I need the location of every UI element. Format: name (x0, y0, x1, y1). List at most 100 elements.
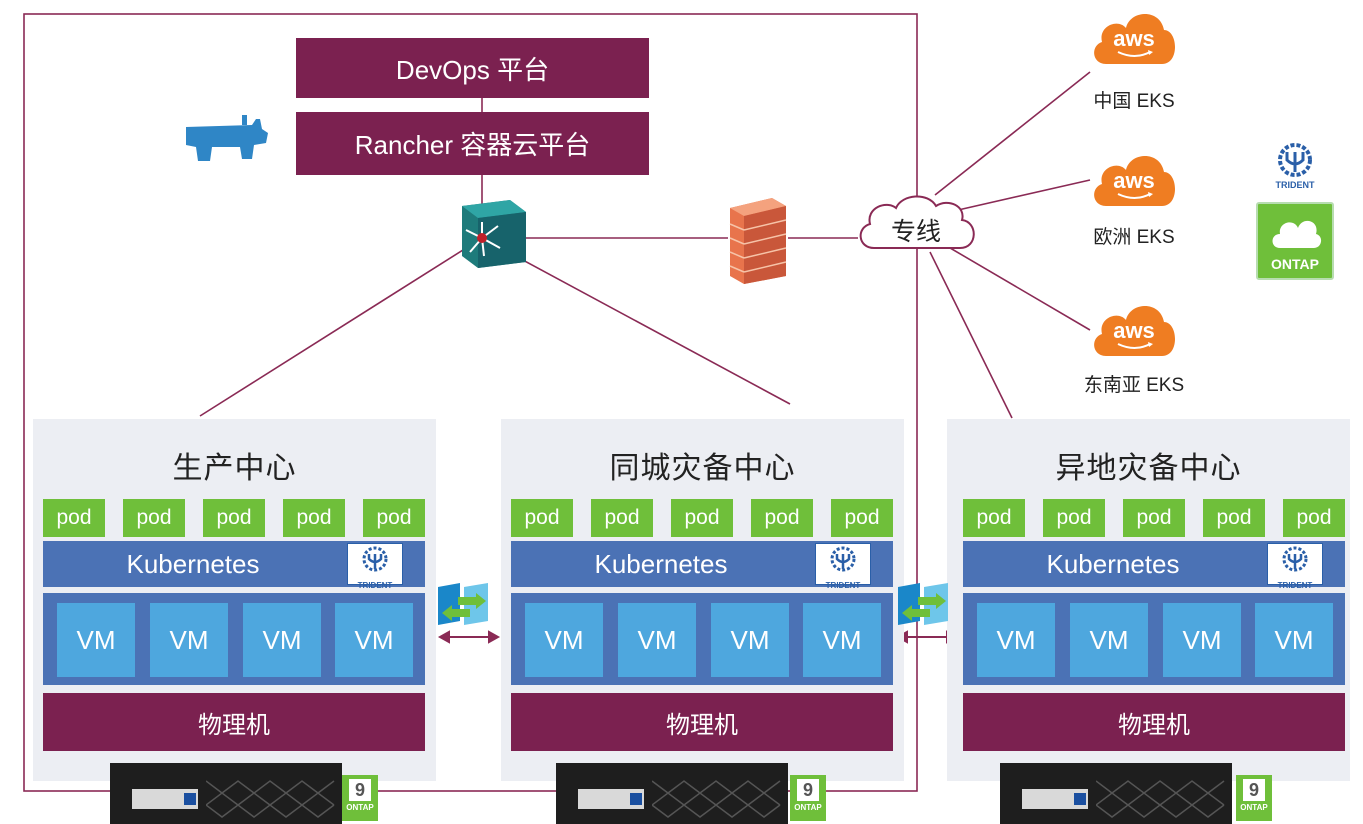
vm-box: VM (525, 603, 603, 677)
link-leased-line-offsite-dr (929, 251, 1013, 419)
datacenter-metro-dr: 同城灾备中心 pod pod pod pod pod Kubernetes TR… (501, 419, 904, 781)
aws-europe-caption: 欧洲 EKS (1093, 227, 1175, 248)
kubernetes-label: Kubernetes (1046, 549, 1180, 579)
netapp-storage-array (556, 763, 788, 824)
kubernetes-layer: Kubernetes TRIDENT (511, 541, 893, 590)
ontap9-badge: 9 ONTAP (790, 775, 826, 821)
pod-box: pod (203, 499, 265, 537)
datacenter-offsite-dr: 异地灾备中心 pod pod pod pod pod Kubernetes TR… (947, 419, 1350, 781)
physical-label: 物理机 (1118, 711, 1190, 739)
vm-box: VM (150, 603, 228, 677)
trident-logo-icon (1278, 143, 1312, 177)
pod-box: pod (831, 499, 893, 537)
vm-layer: VM VM VM VM (43, 593, 425, 685)
ontap9-version: 9 (1243, 779, 1265, 801)
vm-box: VM (243, 603, 321, 677)
storage-bezel-bar (1022, 789, 1088, 809)
pod-box: pod (1123, 499, 1185, 537)
kubernetes-label: Kubernetes (594, 549, 728, 579)
trident-badge-text: TRIDENT (1277, 581, 1313, 590)
physical-label: 物理机 (666, 711, 738, 739)
devops-platform-box: DevOps 平台 (296, 38, 649, 98)
pod-box: pod (1283, 499, 1345, 537)
pod-box: pod (363, 499, 425, 537)
storage-mesh-icon (1096, 780, 1225, 818)
link-switch-metro-dr (481, 237, 791, 405)
aws-china-caption: 中国 EKS (1093, 91, 1175, 112)
firewall-icon (729, 198, 787, 284)
aws-sea-group: aws 东南亚 EKS (1084, 296, 1184, 406)
link-leased-line-sea-eks (944, 244, 1091, 331)
vm-layer: VM VM VM VM (511, 593, 893, 685)
ontap-badge-text: ONTAP (1271, 256, 1319, 272)
snapmirror-icon (438, 583, 488, 625)
pod-box: pod (123, 499, 185, 537)
netapp-logo-icon (1074, 793, 1086, 805)
pod-box: pod (511, 499, 573, 537)
aws-smile-icon (1117, 192, 1153, 199)
aws-logo-text: aws (1113, 168, 1155, 193)
pod-box: pod (671, 499, 733, 537)
ontap9-version: 9 (797, 779, 819, 801)
ontap9-text: ONTAP (1240, 803, 1268, 812)
vm-box: VM (57, 603, 135, 677)
ontap9-badge: 9 ONTAP (342, 775, 378, 821)
ontap9-text: ONTAP (346, 803, 374, 812)
pod-box: pod (751, 499, 813, 537)
aws-logo-text: aws (1113, 26, 1155, 51)
vm-box: VM (335, 603, 413, 677)
aws-cloud-icon (1094, 14, 1175, 64)
vm-box: VM (1163, 603, 1241, 677)
trident-logo-text: TRIDENT (1275, 180, 1315, 190)
pod-box: pod (1203, 499, 1265, 537)
snapmirror-icon (898, 583, 948, 625)
link-leased-line-europe-eks (944, 179, 1091, 214)
storage-mesh-icon (652, 780, 781, 818)
link-leased-line-china-eks (934, 71, 1091, 196)
datacenter-production: 生产中心 pod pod pod pod pod Kubernetes TRID… (33, 419, 436, 781)
devops-platform-label: DevOps 平台 (395, 54, 550, 85)
kubernetes-label: Kubernetes (126, 549, 260, 579)
physical-label: 物理机 (198, 711, 270, 739)
pod-box: pod (1043, 499, 1105, 537)
aws-smile-icon (1117, 342, 1153, 349)
vm-box: VM (1255, 603, 1333, 677)
netapp-logo-icon (184, 793, 196, 805)
vm-layer: VM VM VM VM (963, 593, 1345, 685)
ontap9-text: ONTAP (794, 803, 822, 812)
vm-box: VM (977, 603, 1055, 677)
leased-line-label: 专线 (890, 218, 941, 246)
aws-cloud-icon (1094, 156, 1175, 206)
ontap9-badge: 9 ONTAP (1236, 775, 1272, 821)
platform-boundary (23, 13, 918, 792)
trident-badge-text: TRIDENT (357, 581, 393, 590)
aws-logo-text: aws (1113, 318, 1155, 343)
pod-box: pod (963, 499, 1025, 537)
netapp-storage-array (110, 763, 342, 824)
leased-line-cloud-icon (859, 195, 975, 249)
trident-badge-text: TRIDENT (825, 581, 861, 590)
storage-mesh-icon (206, 780, 335, 818)
vm-box: VM (711, 603, 789, 677)
rancher-logo-icon (186, 115, 268, 161)
netapp-storage-array (1000, 763, 1232, 824)
trident-badge-icon: TRIDENT (1267, 543, 1323, 590)
aws-cloud-icon (1094, 306, 1175, 356)
storage-bezel-bar (132, 789, 198, 809)
vm-box: VM (1070, 603, 1148, 677)
aws-sea-caption: 东南亚 EKS (1083, 375, 1185, 396)
ontap-cloud-icon (1272, 220, 1322, 248)
pod-box: pod (43, 499, 105, 537)
ontap9-version: 9 (349, 779, 371, 801)
datacenter-title: 生产中心 (172, 452, 297, 485)
trident-badge-icon: TRIDENT (347, 543, 403, 590)
netapp-logo-icon (630, 793, 642, 805)
aws-smile-icon (1117, 50, 1153, 57)
link-switch-production (199, 237, 483, 417)
rancher-platform-box: Rancher 容器云平台 (296, 112, 649, 175)
vm-box: VM (803, 603, 881, 677)
physical-layer: 物理机 (43, 693, 425, 751)
kubernetes-layer: Kubernetes TRIDENT (43, 541, 425, 590)
core-switch-icon (462, 200, 526, 268)
trident-badge-icon: TRIDENT (815, 543, 871, 590)
